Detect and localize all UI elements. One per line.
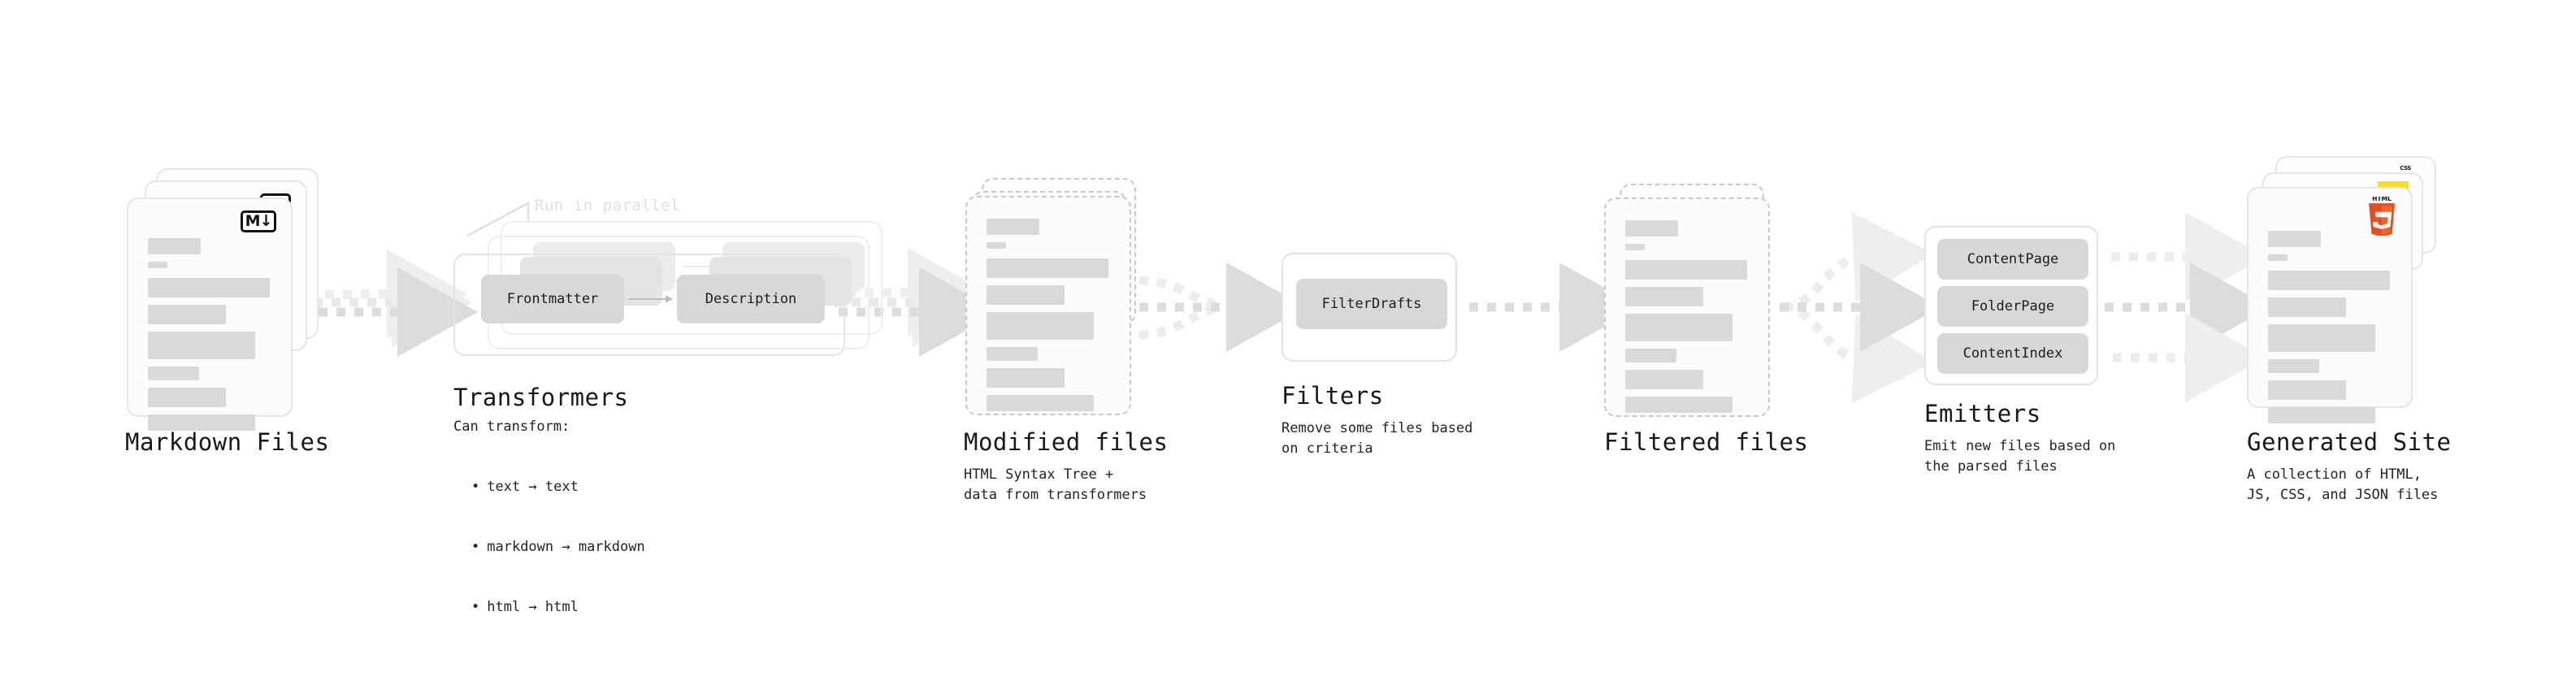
skeleton-lines xyxy=(1625,220,1747,420)
skeleton-bar xyxy=(148,278,270,297)
markdown-card-front[interactable]: M↓ xyxy=(127,197,293,431)
arrow-filtered-to-emitters xyxy=(1780,212,1941,404)
skeleton-bar xyxy=(148,332,255,359)
skeleton-bar xyxy=(1625,244,1645,250)
skeleton-bar xyxy=(2268,380,2346,400)
skeleton-bar xyxy=(1625,349,1676,362)
arrow-modified-to-filters xyxy=(1138,262,1307,352)
filtered-card-front[interactable] xyxy=(1604,197,1770,417)
transformer-connector xyxy=(628,295,673,303)
arrow-markdown-to-transformers xyxy=(307,249,478,357)
generated-site-subtitle: A collection of HTML, JS, CSS, and JSON … xyxy=(2247,466,2439,503)
skeleton-bar xyxy=(987,347,1038,361)
skeleton-bar xyxy=(2268,231,2321,247)
transformers-bullet: html → html xyxy=(471,597,645,618)
stage-title-filtered-files: Filtered files xyxy=(1604,428,1809,456)
stage-title-generated-site: Generated Site xyxy=(2247,428,2452,456)
stage-title-filters: Filters xyxy=(1281,382,1384,410)
transformers-bullet: text → text xyxy=(471,477,645,497)
html5-icon: HTML xyxy=(2364,195,2400,237)
skeleton-bar xyxy=(987,258,1108,278)
skeleton-bar xyxy=(1625,220,1678,236)
skeleton-bar xyxy=(148,262,167,268)
filters-subtitle: Remove some files based on criteria xyxy=(1281,420,1473,457)
skeleton-bar xyxy=(987,312,1094,340)
skeleton-bar xyxy=(1625,287,1703,306)
skeleton-bar xyxy=(148,305,226,324)
skeleton-bar xyxy=(987,219,1039,235)
skeleton-bar xyxy=(2268,324,2375,352)
skeleton-bar xyxy=(1625,314,1733,341)
stage-title-emitters: Emitters xyxy=(1924,400,2041,427)
stage-title-markdown-files: Markdown Files xyxy=(125,428,330,456)
skeleton-bar xyxy=(148,367,199,380)
skeleton-bar xyxy=(148,388,226,407)
skeleton-bar xyxy=(2268,254,2288,261)
skeleton-lines xyxy=(987,219,1108,419)
skeleton-bar xyxy=(2268,271,2390,290)
skeleton-bar xyxy=(987,395,1094,411)
emitters-subtitle: Emit new files based on the parsed files xyxy=(1924,438,2116,475)
skeleton-bar xyxy=(2268,297,2346,317)
skeleton-bar xyxy=(987,242,1006,249)
skeleton-bar xyxy=(2268,359,2319,373)
skeleton-lines xyxy=(2268,231,2390,431)
site-card-front[interactable]: HTML xyxy=(2247,187,2413,423)
skeleton-bar xyxy=(1625,260,1747,280)
run-in-parallel-note: Run in parallel xyxy=(535,197,681,215)
transformer-pill-description[interactable]: Description xyxy=(677,275,825,323)
svg-text:HTML: HTML xyxy=(2372,197,2392,202)
transformers-bullet-list: text → text markdown → markdown html → h… xyxy=(453,437,645,657)
skeleton-lines xyxy=(148,238,270,438)
stage-title-modified-files: Modified files xyxy=(964,428,1169,456)
transformers-bullet: markdown → markdown xyxy=(471,537,644,557)
stage-title-transformers: Transformers xyxy=(453,384,629,411)
skeleton-bar xyxy=(148,238,201,254)
emitter-pill-contentindex[interactable]: ContentIndex xyxy=(1937,333,2088,374)
arrow-emitters-to-site xyxy=(2105,212,2270,402)
emitter-pill-folderpage[interactable]: FolderPage xyxy=(1937,286,2088,327)
modified-files-subtitle: HTML Syntax Tree + data from transformer… xyxy=(964,466,1147,503)
modified-card-front[interactable] xyxy=(965,196,1131,415)
skeleton-bar xyxy=(1625,370,1703,389)
skeleton-bar xyxy=(987,368,1065,388)
emitter-pill-contentpage[interactable]: ContentPage xyxy=(1937,239,2088,280)
emitters-group: ContentPage FolderPage ContentIndex xyxy=(1924,226,2098,385)
transformers-group: Frontmatter Description xyxy=(453,254,845,356)
transformer-pill-frontmatter[interactable]: Frontmatter xyxy=(481,275,624,323)
skeleton-bar xyxy=(987,285,1065,305)
transformers-subtitle: Can transform: xyxy=(453,419,570,435)
filters-group: FilterDrafts xyxy=(1281,253,1457,362)
skeleton-bar xyxy=(148,414,255,431)
filter-pill-filterdrafts[interactable]: FilterDrafts xyxy=(1296,279,1447,329)
skeleton-bar xyxy=(2268,407,2375,423)
skeleton-bar xyxy=(1625,397,1733,413)
markdown-badge: M↓ xyxy=(241,210,276,232)
